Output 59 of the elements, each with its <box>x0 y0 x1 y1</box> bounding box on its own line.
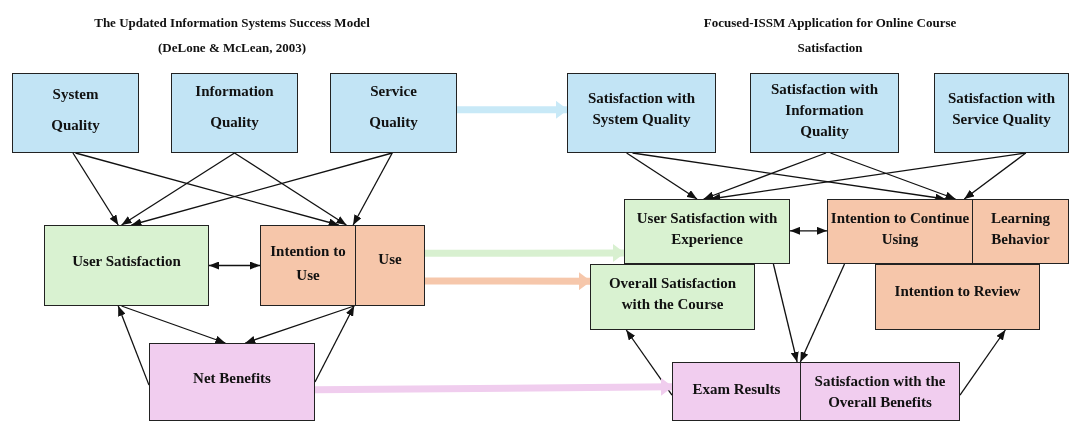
node-label: Satisfaction with System Quality <box>586 89 697 129</box>
node-label: Information Quality <box>195 82 274 132</box>
node-label: Satisfaction with Service Quality <box>946 89 1057 129</box>
arrow <box>72 152 119 226</box>
node-label: User Satisfaction <box>72 252 181 271</box>
arrow <box>352 152 393 226</box>
node-label: Intention to Review <box>893 281 1022 301</box>
arrow <box>130 152 393 227</box>
arrow <box>425 243 625 262</box>
box <box>330 73 457 153</box>
node-label: Service Quality <box>369 82 418 132</box>
arrow <box>120 305 226 344</box>
arrow <box>703 152 827 200</box>
node-label: User Satisfaction with Experience <box>635 208 779 249</box>
box <box>934 73 1069 153</box>
arrow <box>208 261 261 270</box>
arrow <box>829 152 957 200</box>
box <box>827 199 973 264</box>
arrow <box>120 152 236 226</box>
arrow <box>233 152 348 226</box>
box <box>567 73 716 153</box>
box <box>12 73 139 153</box>
arrow <box>959 329 1006 396</box>
box <box>972 199 1069 264</box>
node-label: Overall Satisfaction with the Course <box>607 274 738 314</box>
arrow <box>425 272 591 291</box>
arrow <box>314 377 673 396</box>
arrow <box>963 152 1027 200</box>
node-label: Use <box>378 250 402 269</box>
arrow <box>74 152 340 227</box>
node-label: Satisfaction with Information Quality <box>769 79 880 141</box>
node-label: Satisfaction with the Overall Benefits <box>813 371 947 412</box>
arrow <box>457 100 568 119</box>
box <box>875 264 1040 330</box>
box <box>590 264 755 330</box>
box <box>44 225 209 306</box>
box <box>800 362 960 421</box>
node-label: Intention to Continue Using <box>830 208 970 249</box>
node-label: System Quality <box>51 85 100 135</box>
arrow <box>799 263 846 363</box>
arrow <box>117 305 150 386</box>
box <box>355 225 425 306</box>
arrow <box>625 152 698 200</box>
box <box>260 225 356 306</box>
box <box>750 73 899 153</box>
arrow <box>314 305 355 383</box>
arrow <box>789 226 828 235</box>
node-label: Net Benefits <box>193 368 271 388</box>
arrow <box>244 305 355 344</box>
box <box>149 343 315 421</box>
node-label: Intention to Use <box>269 241 347 285</box>
box <box>672 362 801 421</box>
arrow <box>772 263 799 363</box>
box <box>171 73 298 153</box>
heading: Focused-ISSM Application for Online Course Satisfaction <box>702 14 958 57</box>
node-label: Learning Behavior <box>989 208 1052 249</box>
heading: The Updated Information Systems Success Model (DeLone & McLean, 2003) <box>93 14 371 57</box>
box <box>624 199 790 264</box>
node-label: Exam Results <box>691 380 782 399</box>
